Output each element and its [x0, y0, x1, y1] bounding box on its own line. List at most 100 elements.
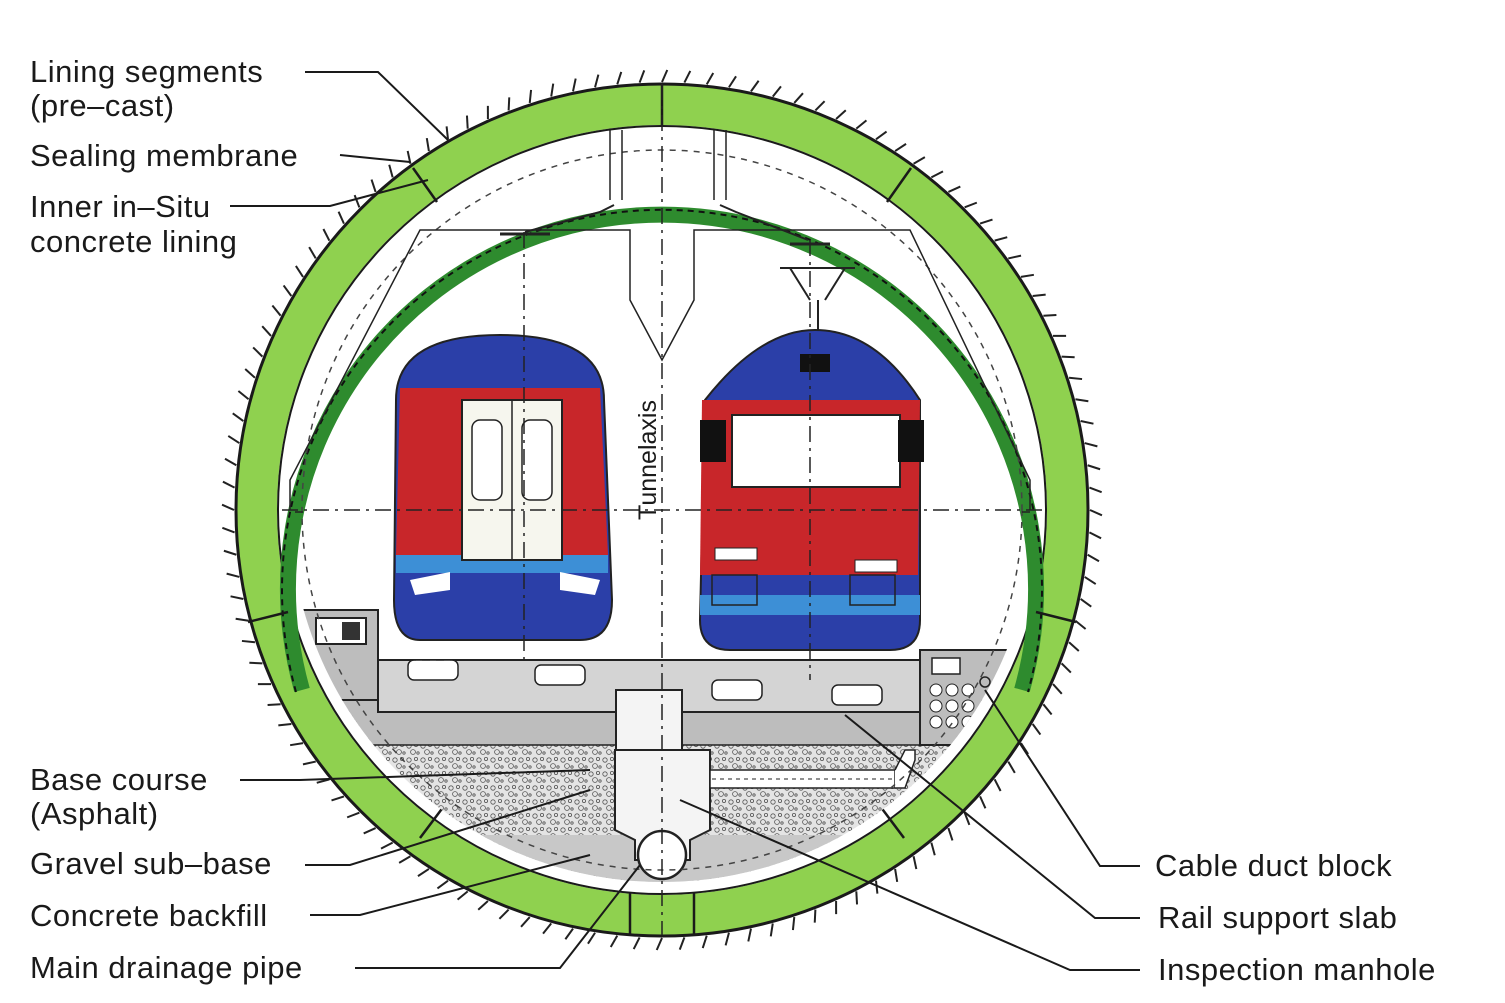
hatch-tick — [303, 762, 316, 765]
hatch-tick — [995, 779, 1001, 791]
hatch-tick — [223, 482, 235, 488]
hatch-tick — [1081, 421, 1094, 424]
hatch-tick — [1088, 465, 1100, 469]
hatch-tick — [339, 212, 344, 224]
hatch-tick — [1090, 510, 1102, 515]
hatch-tick — [389, 165, 392, 178]
hatch-tick — [268, 704, 281, 705]
hatch-tick — [233, 413, 244, 421]
right-train — [700, 330, 924, 705]
hatch-tick — [1075, 621, 1085, 629]
hatch-tick — [262, 326, 271, 336]
hatch-tick — [703, 936, 707, 948]
label-inner-lining-1: Inner in–Situ — [30, 189, 211, 224]
hatch-tick — [895, 144, 906, 151]
hatch-tick — [228, 436, 239, 443]
hatch-tick — [1062, 357, 1075, 358]
hatch-tick — [595, 75, 598, 88]
hatch-tick — [1089, 532, 1101, 538]
hatch-tick — [278, 724, 291, 725]
hatch-tick — [399, 856, 410, 863]
hatch-tick — [543, 923, 551, 933]
hatch-tick — [1021, 275, 1034, 277]
hatch-tick — [657, 938, 662, 950]
hatch-tick — [224, 551, 236, 555]
hatch-tick — [914, 856, 917, 869]
hatch-tick — [236, 619, 249, 621]
hatch-tick — [1081, 599, 1092, 607]
label-base-course-1: Base course — [30, 762, 208, 797]
inspection-manhole — [616, 690, 682, 750]
hatch-tick — [948, 828, 952, 840]
hatch-tick — [1088, 555, 1099, 562]
label-inner-lining-2: concrete lining — [30, 224, 237, 259]
hatch-tick — [773, 86, 781, 96]
label-rail-support-slab: Rail support slab — [1158, 900, 1397, 935]
hatch-tick — [931, 843, 934, 856]
hatch-tick — [726, 933, 729, 946]
hatch-tick — [458, 891, 468, 899]
label-lining-segments-1: Lining segments — [30, 54, 263, 89]
hatch-tick — [794, 93, 803, 103]
hatch-tick — [530, 90, 531, 103]
hatch-tick — [296, 266, 303, 277]
hatch-tick — [347, 813, 359, 818]
label-sealing-membrane: Sealing membrane — [30, 138, 298, 173]
hatch-tick — [253, 347, 262, 356]
hatch-tick — [948, 187, 960, 192]
hatch-tick — [272, 306, 280, 316]
hatch-tick — [1008, 256, 1021, 259]
hatch-tick — [332, 796, 344, 800]
tunnel-axis-label: Tunnelaxis — [634, 400, 662, 520]
hatch-tick — [588, 933, 595, 944]
hatch-tick — [980, 796, 985, 808]
hatch-tick — [707, 73, 714, 84]
hatch-tick — [222, 528, 234, 533]
hatch-tick — [815, 101, 824, 110]
hatch-tick — [225, 459, 236, 466]
hatch-tick — [611, 936, 618, 947]
label-cable-duct-block: Cable duct block — [1155, 848, 1392, 883]
hatch-tick — [573, 79, 576, 92]
hatch-tick — [499, 910, 508, 919]
hatch-tick — [447, 126, 448, 139]
hatch-tick — [418, 869, 429, 876]
hatch-tick — [227, 574, 240, 577]
catenary-equipment — [500, 205, 855, 330]
hatch-tick — [815, 910, 816, 923]
hatch-tick — [1033, 295, 1046, 296]
hatch-tick — [931, 171, 943, 177]
hatch-tick — [222, 505, 234, 510]
hatch-tick — [1033, 724, 1041, 735]
hatch-tick — [856, 120, 866, 128]
hatch-tick — [551, 84, 553, 97]
hatch-tick — [856, 891, 857, 904]
hatch-tick — [509, 97, 510, 110]
label-gravel-sub-base: Gravel sub–base — [30, 846, 272, 881]
hatch-tick — [478, 901, 488, 910]
label-main-drainage-pipe: Main drainage pipe — [30, 950, 303, 985]
hatch-tick — [249, 663, 262, 664]
hatch-tick — [1062, 663, 1071, 672]
hatch-tick — [995, 237, 1008, 240]
hatch-tick — [427, 138, 429, 151]
hatch-tick — [1085, 443, 1098, 446]
hatch-tick — [238, 391, 248, 399]
hatch-tick — [617, 72, 621, 84]
hatch-tick — [980, 220, 992, 224]
hatch-tick — [876, 881, 877, 894]
hatch-tick — [680, 937, 685, 949]
hatch-tick — [662, 70, 667, 82]
hatch-tick — [771, 923, 773, 936]
hatch-tick — [751, 81, 759, 92]
hatch-tick — [1085, 577, 1096, 584]
label-inspection-manhole: Inspection manhole — [1158, 952, 1436, 987]
hatch-tick — [895, 869, 897, 882]
hatch-tick — [1075, 399, 1088, 401]
hatch-tick — [290, 743, 303, 745]
hatch-tick — [876, 132, 887, 140]
hatch-tick — [309, 247, 316, 258]
hatch-tick — [437, 881, 448, 889]
